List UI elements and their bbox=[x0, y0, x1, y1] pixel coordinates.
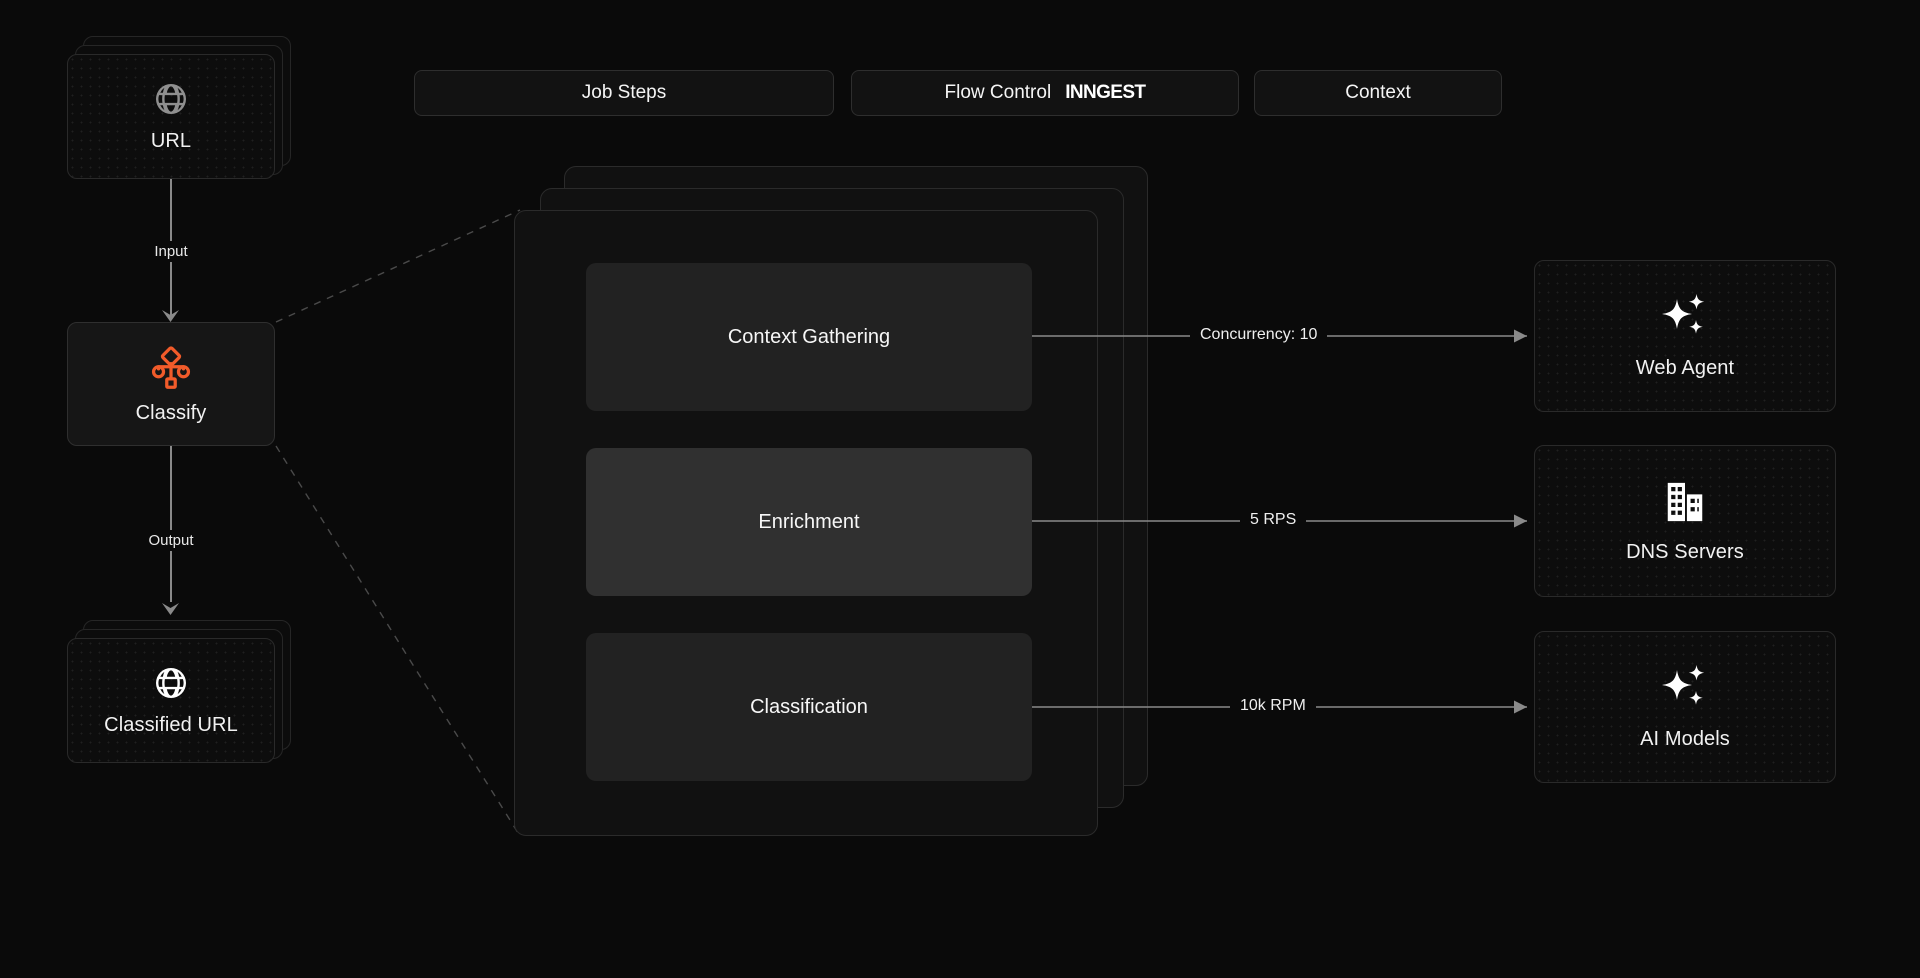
tab-flow-control[interactable]: Flow Control INNGEST bbox=[851, 70, 1239, 116]
classify-node[interactable]: Classify bbox=[67, 322, 275, 446]
inngest-logo: INNGEST bbox=[1065, 82, 1146, 103]
tab-context[interactable]: Context bbox=[1254, 70, 1502, 116]
classify-node-label: Classify bbox=[135, 402, 207, 424]
tab-flow-control-label: Flow Control bbox=[944, 82, 1052, 103]
context-card-ai-models-label: AI Models bbox=[1640, 727, 1730, 750]
classified-url-card-label: Classified URL bbox=[104, 713, 238, 736]
context-card-dns-servers[interactable]: DNS Servers bbox=[1534, 445, 1836, 597]
connector-label-concurrency: Concurrency: 10 bbox=[1190, 324, 1328, 346]
sparkles-icon bbox=[1660, 664, 1710, 712]
step-context-gathering[interactable]: Context Gathering bbox=[586, 263, 1032, 411]
step-enrichment-label: Enrichment bbox=[758, 510, 860, 533]
context-card-web-agent-label: Web Agent bbox=[1635, 356, 1735, 379]
step-classification[interactable]: Classification bbox=[586, 633, 1032, 781]
context-card-ai-models[interactable]: AI Models bbox=[1534, 631, 1836, 783]
tab-job-steps-label: Job Steps bbox=[581, 82, 667, 103]
building-icon bbox=[1662, 479, 1708, 525]
globe-icon bbox=[153, 81, 189, 117]
tab-context-label: Context bbox=[1345, 82, 1411, 103]
input-edge-arrow bbox=[162, 310, 179, 322]
workflow-icon bbox=[148, 343, 194, 389]
connector-label-rps: 5 RPS bbox=[1240, 509, 1307, 531]
step-classification-label: Classification bbox=[750, 695, 868, 718]
url-card[interactable]: URL bbox=[67, 54, 275, 179]
output-edge-line bbox=[170, 446, 172, 602]
context-card-dns-servers-label: DNS Servers bbox=[1626, 540, 1744, 563]
context-card-web-agent[interactable]: Web Agent bbox=[1534, 260, 1836, 412]
tab-job-steps[interactable]: Job Steps bbox=[414, 70, 834, 116]
globe-icon bbox=[153, 665, 189, 701]
classified-url-card[interactable]: Classified URL bbox=[67, 638, 275, 763]
step-enrichment[interactable]: Enrichment bbox=[586, 448, 1032, 596]
sparkles-icon bbox=[1660, 293, 1710, 341]
url-card-label: URL bbox=[150, 129, 192, 152]
output-edge-arrow bbox=[162, 603, 179, 615]
output-edge-label: Output bbox=[126, 530, 216, 551]
input-edge-label: Input bbox=[132, 241, 210, 262]
connector-label-rpm: 10k RPM bbox=[1230, 695, 1316, 717]
step-context-gathering-label: Context Gathering bbox=[727, 325, 891, 348]
